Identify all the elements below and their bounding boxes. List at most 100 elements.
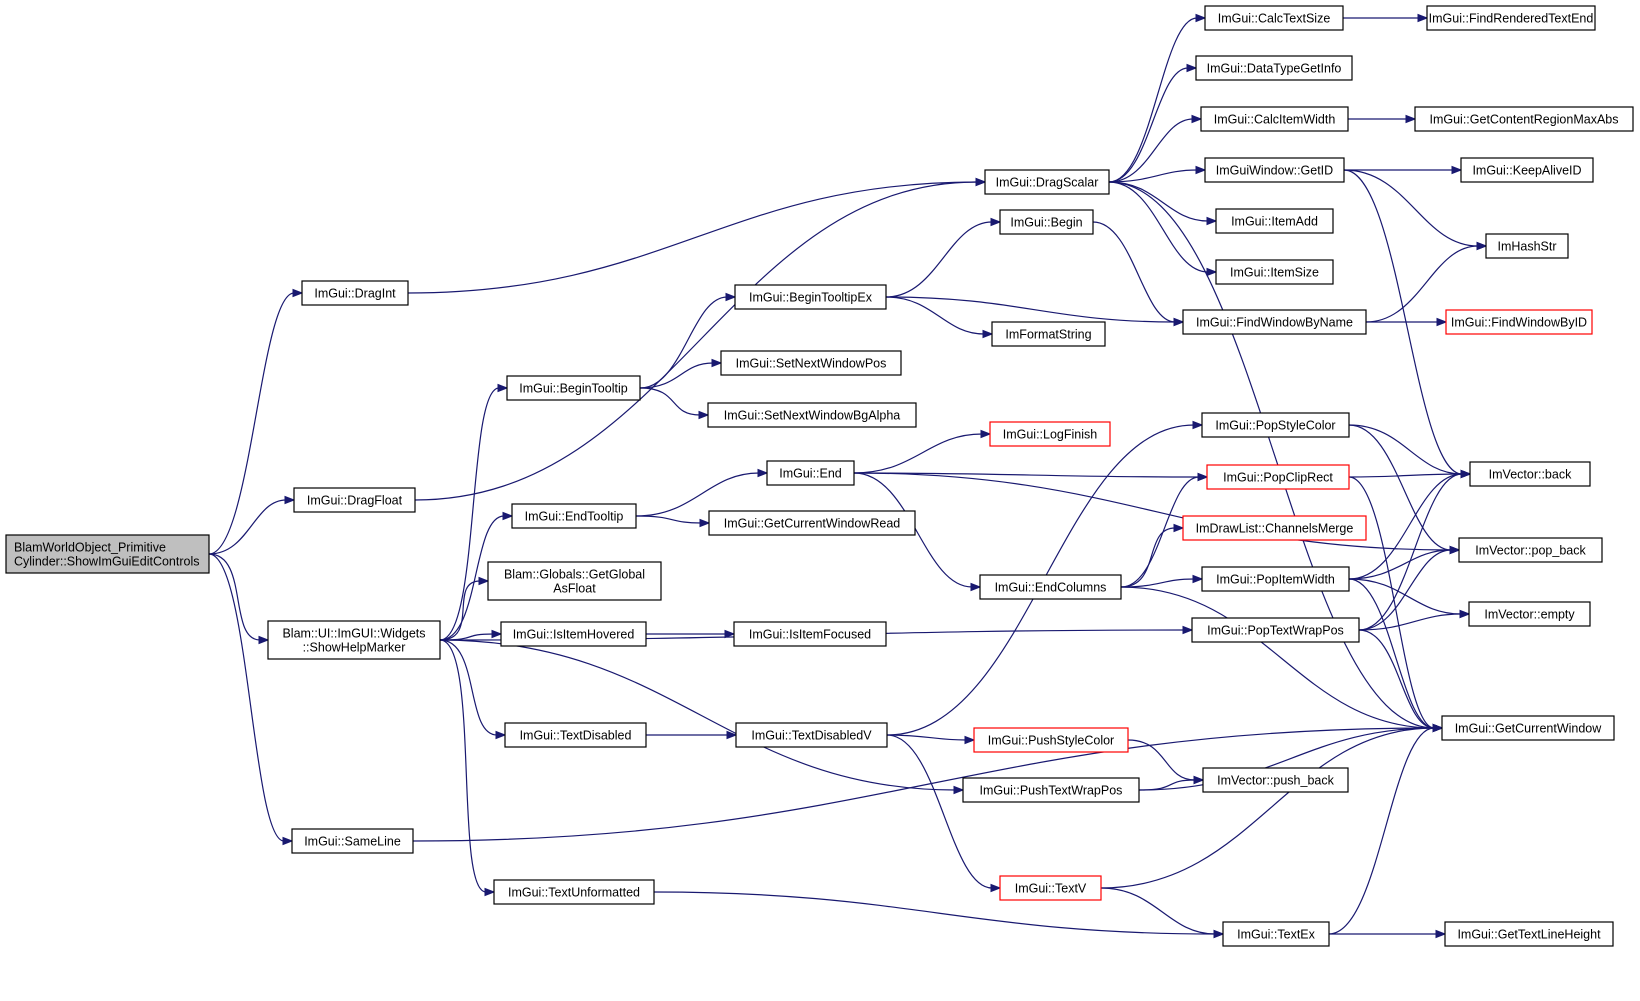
node-dragscalar[interactable]: ImGui::DragScalar	[984, 169, 1110, 195]
call-edge	[1348, 549, 1452, 580]
node-label: ImGui::FindRenderedTextEnd	[1429, 12, 1594, 26]
node-textdisabledv[interactable]: ImGui::TextDisabledV	[735, 722, 888, 748]
call-edge	[1108, 17, 1198, 183]
node-box	[1222, 921, 1330, 947]
call-edge	[1348, 473, 1463, 580]
node-dragfloat[interactable]: ImGui::DragFloat	[293, 487, 416, 513]
edge-arrowhead	[1192, 574, 1204, 584]
node-channelsmerge[interactable]: ImDrawList::ChannelsMerge	[1182, 515, 1367, 541]
call-edge	[1358, 473, 1463, 631]
edge-arrowhead	[711, 358, 723, 368]
edge-arrowhead	[1476, 241, 1488, 251]
node-pushtextwrappos[interactable]: ImGui::PushTextWrapPos	[962, 777, 1140, 803]
call-edge	[1120, 476, 1200, 588]
node-end[interactable]: ImGui::End	[766, 460, 855, 486]
node-box	[1202, 767, 1349, 793]
node-label: ::ShowHelpMarker	[303, 641, 406, 655]
node-poptextwrappos[interactable]: ImGui::PopTextWrapPos	[1191, 617, 1360, 643]
node-begin[interactable]: ImGui::Begin	[999, 209, 1094, 235]
node-textunformatted[interactable]: ImGui::TextUnformatted	[493, 879, 655, 905]
edge-arrowhead	[990, 217, 1002, 227]
edge-arrowhead	[725, 292, 737, 302]
node-logfinish[interactable]: ImGui::LogFinish	[989, 421, 1111, 447]
call-edge	[1348, 424, 1452, 551]
node-box	[720, 350, 902, 376]
node-calcitemwidth[interactable]: ImGui::CalcItemWidth	[1200, 106, 1349, 132]
node-box	[5, 534, 210, 574]
node-findwindowbyid[interactable]: ImGui::FindWindowByID	[1445, 309, 1593, 335]
node-box	[999, 209, 1094, 235]
node-popback[interactable]: ImVector::pop_back	[1458, 537, 1603, 563]
node-getcurrentwindow[interactable]: ImGui::GetCurrentWindow	[1441, 715, 1615, 741]
node-itemsize[interactable]: ImGui::ItemSize	[1215, 259, 1334, 285]
node-itemadd[interactable]: ImGui::ItemAdd	[1215, 208, 1334, 234]
node-label: ImVector::push_back	[1217, 774, 1334, 788]
node-sameline[interactable]: ImGui::SameLine	[291, 828, 414, 854]
node-imformatstring[interactable]: ImFormatString	[991, 321, 1106, 347]
node-textex[interactable]: ImGui::TextEx	[1222, 921, 1330, 947]
node-textdisabled[interactable]: ImGui::TextDisabled	[504, 722, 647, 748]
node-pushstylecolor[interactable]: ImGui::PushStyleColor	[973, 727, 1129, 753]
call-edge	[635, 515, 702, 524]
edge-arrowhead	[502, 511, 514, 521]
call-edge	[1108, 67, 1189, 183]
node-label: ImGui::EndColumns	[995, 581, 1107, 595]
node-label: ImVector::pop_back	[1475, 544, 1586, 558]
node-popitemwidth[interactable]: ImGui::PopItemWidth	[1201, 566, 1350, 592]
node-label: ImGui::FindWindowByID	[1451, 316, 1587, 330]
node-datatypegetinfo[interactable]: ImGui::DataTypeGetInfo	[1195, 55, 1353, 81]
node-label: ImFormatString	[1005, 328, 1091, 342]
node-box	[1201, 566, 1350, 592]
call-edge	[1100, 887, 1216, 935]
edge-arrowhead	[1206, 216, 1218, 226]
node-box	[973, 727, 1129, 753]
call-edge	[1348, 476, 1435, 729]
node-label: ImVector::back	[1489, 468, 1572, 482]
node-isitemhovered[interactable]: ImGui::IsItemHovered	[500, 621, 647, 647]
call-edge	[1348, 473, 1463, 478]
node-isitemfocused[interactable]: ImGui::IsItemFocused	[733, 621, 887, 647]
node-box	[267, 620, 441, 660]
node-label: ImGui::IsItemHovered	[513, 628, 635, 642]
node-label: ImGui::ItemAdd	[1231, 215, 1318, 229]
edge-arrowhead	[478, 576, 490, 586]
node-pushback[interactable]: ImVector::push_back	[1202, 767, 1349, 793]
edge-arrowhead	[1173, 317, 1185, 327]
call-edge	[1328, 727, 1435, 935]
node-dragint[interactable]: ImGui::DragInt	[301, 280, 409, 306]
node-popcliprect[interactable]: ImGui::PopClipRect	[1206, 464, 1350, 490]
node-label: ImGui::DragFloat	[307, 494, 403, 508]
call-edges	[208, 13, 1488, 939]
node-getid[interactable]: ImGuiWindow::GetID	[1204, 157, 1345, 183]
node-label: ImGui::PopClipRect	[1223, 471, 1333, 485]
node-textv[interactable]: ImGui::TextV	[999, 875, 1102, 901]
node-label: ImGui::GetCurrentWindowRead	[724, 517, 901, 531]
node-empty[interactable]: ImVector::empty	[1468, 601, 1591, 627]
node-showhelp[interactable]: Blam::UI::ImGUI::Widgets::ShowHelpMarker	[267, 620, 441, 660]
node-popstylecolor[interactable]: ImGui::PopStyleColor	[1201, 412, 1350, 438]
node-setnextwindowbgalpha[interactable]: ImGui::SetNextWindowBgAlpha	[707, 402, 917, 428]
edge-arrowhead	[1213, 929, 1225, 939]
call-edge	[1348, 578, 1462, 615]
node-imhashstr[interactable]: ImHashStr	[1485, 233, 1569, 259]
node-box	[1414, 106, 1634, 132]
node-getcontentregionmaxabs[interactable]: ImGui::GetContentRegionMaxAbs	[1414, 106, 1634, 132]
node-back[interactable]: ImVector::back	[1469, 461, 1591, 487]
call-edge	[1348, 578, 1435, 729]
node-endcolumns[interactable]: ImGui::EndColumns	[979, 574, 1122, 600]
node-keepaliveid[interactable]: ImGui::KeepAliveID	[1460, 157, 1594, 183]
node-begintooltip[interactable]: ImGui::BeginTooltip	[506, 375, 641, 401]
node-setnextwindowpos[interactable]: ImGui::SetNextWindowPos	[720, 350, 902, 376]
edge-arrowhead	[990, 883, 1002, 893]
node-endtooltip[interactable]: ImGui::EndTooltip	[511, 503, 637, 529]
node-label: ImGui::PushTextWrapPos	[980, 784, 1123, 798]
call-edge	[439, 580, 481, 641]
node-findwindowbyname[interactable]: ImGui::FindWindowByName	[1182, 309, 1367, 335]
node-calctextsize[interactable]: ImGui::CalcTextSize	[1204, 5, 1344, 31]
node-findrenderedtextend[interactable]: ImGui::FindRenderedTextEnd	[1426, 5, 1596, 31]
node-begintooltipex[interactable]: ImGui::BeginTooltipEx	[734, 284, 887, 310]
node-getcurrentwindowread[interactable]: ImGui::GetCurrentWindowRead	[708, 510, 916, 536]
node-root[interactable]: BlamWorldObject_PrimitiveCylinder::ShowI…	[5, 534, 210, 574]
node-gettextlineheight[interactable]: ImGui::GetTextLineHeight	[1444, 921, 1614, 947]
